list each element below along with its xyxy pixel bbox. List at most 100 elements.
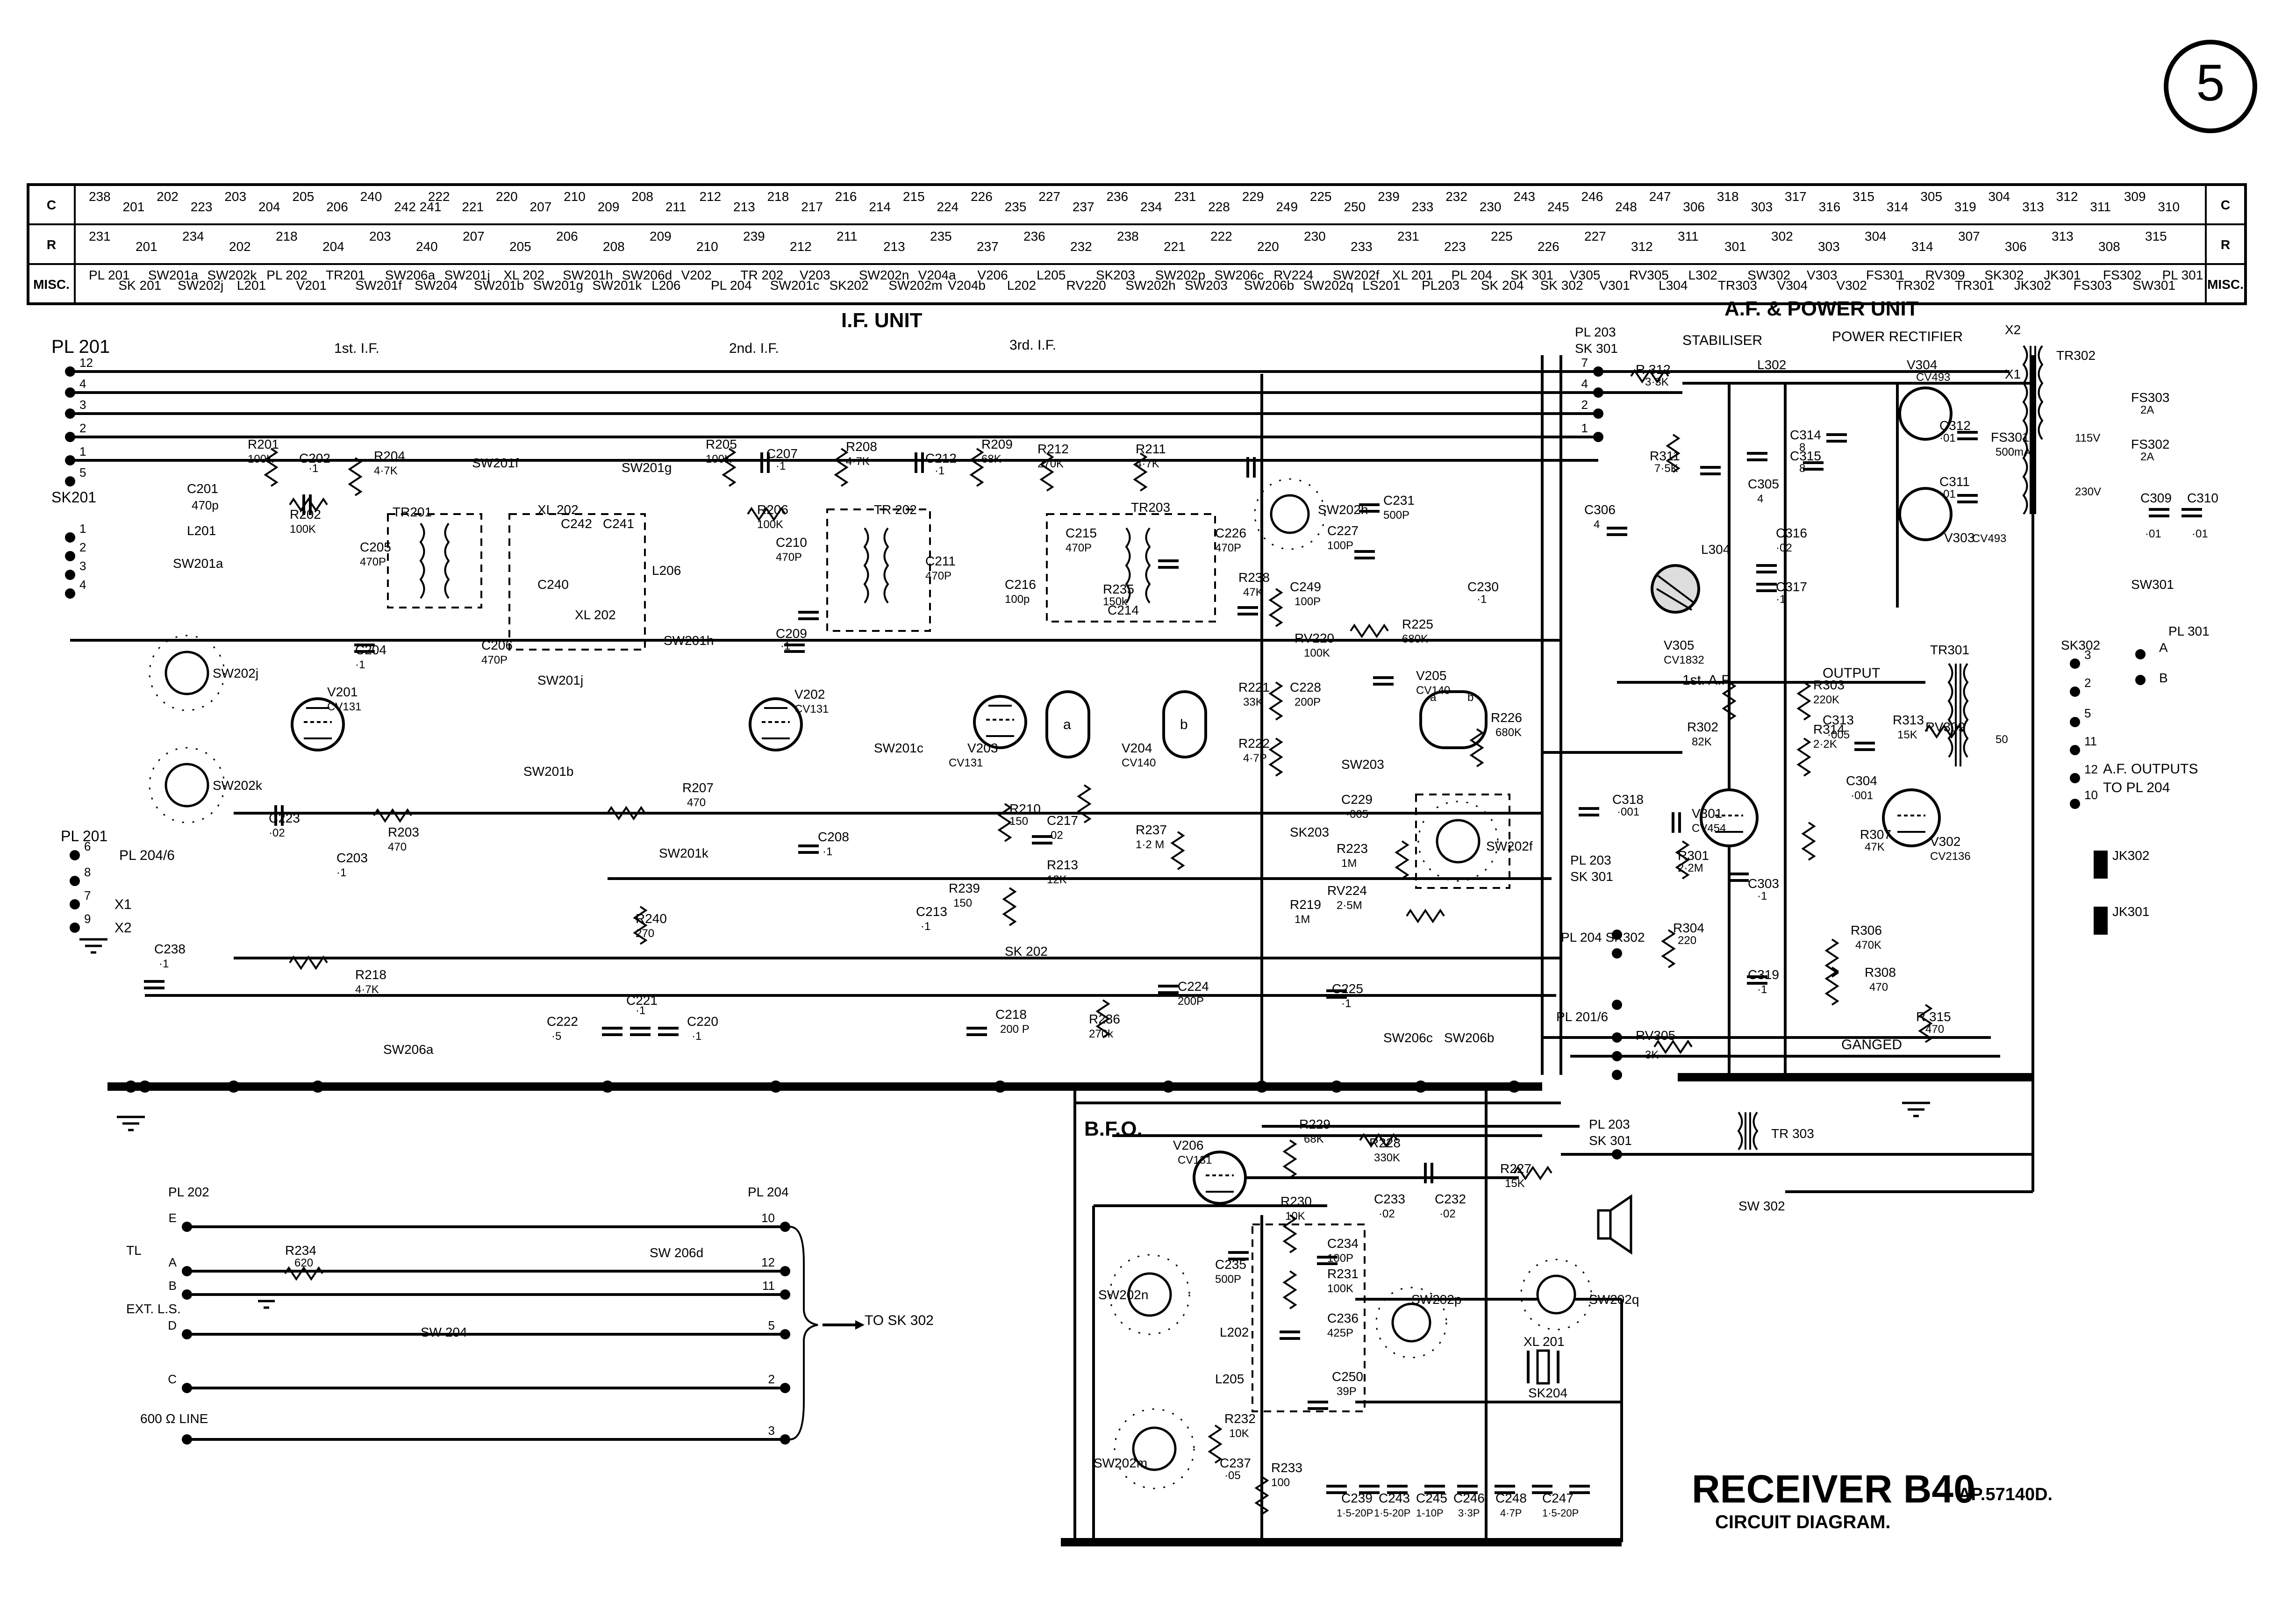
transformer-tr203 [1046, 513, 1216, 622]
index-entry: 215 [903, 189, 925, 204]
index-entry: 229 [1242, 189, 1264, 204]
terminal-dot [1612, 1070, 1622, 1080]
label-c227: C227 [1327, 523, 1359, 538]
pin-number: 3 [768, 1424, 775, 1438]
index-entry: 239 [743, 229, 765, 243]
label-sw201a: SW201a [173, 556, 223, 571]
title-block: RECEIVER B40 AP.57140D. CIRCUIT DIAGRAM. [1692, 1467, 2053, 1532]
label-c204: C204 [355, 643, 386, 657]
row-label-r-right: R [2221, 237, 2230, 252]
pin-number: 7 [84, 888, 91, 902]
row-label-r: R [47, 237, 56, 252]
label-r303: R303 [1813, 678, 1845, 692]
label-r301v: 2·2M [1678, 862, 1703, 874]
index-entry: 227 [1584, 229, 1606, 243]
transformer-tr303 [1737, 1111, 1759, 1151]
index-entry: 312 [2056, 189, 2078, 204]
label-c311: C311 [1939, 474, 1970, 489]
pin-number: 5 [79, 465, 86, 479]
index-entry: SW202p [1155, 268, 1205, 282]
label-r306v: 470K [1855, 939, 1881, 952]
index-entry: 240 [360, 189, 382, 204]
switch-sw202j [149, 635, 225, 711]
label-v302t: CV2136 [1930, 850, 1971, 863]
index-row-r: 2312012342022182042032402072052062082092… [89, 229, 2167, 254]
diagram-ref: AP.57140D. [1958, 1485, 2053, 1504]
connector-pin [780, 1222, 790, 1232]
resistor-symbol [1722, 681, 1737, 721]
label-c319: C319 [1748, 967, 1779, 982]
label-c228v: 200P [1295, 696, 1321, 708]
label-c246v: 3·3P [1458, 1507, 1480, 1519]
label-r237v: 1·2 M [1136, 838, 1164, 851]
index-entry: 221 [462, 200, 484, 214]
label-v305: V305 [1664, 638, 1694, 652]
label-r234v: 620 [294, 1257, 313, 1269]
index-entry: 314 [1911, 239, 1933, 254]
label-c234: C234 [1327, 1236, 1359, 1251]
index-entry: 248 [1615, 200, 1637, 214]
label-v302: V302 [1930, 834, 1960, 849]
label-r222v: 4·7P [1243, 752, 1267, 765]
resistor-symbol [722, 448, 737, 487]
index-entry: 315 [1853, 189, 1874, 204]
label-c206v: 470P [481, 654, 508, 666]
resistor-symbol [1666, 434, 1681, 473]
label-c214: C214 [1108, 603, 1139, 617]
label-c315: C315 [1790, 449, 1821, 463]
resistor-symbol [289, 955, 328, 970]
pin-number: 3 [79, 559, 86, 573]
label-v204: V204 [1122, 741, 1152, 755]
label-c222v: ·5 [551, 1030, 561, 1043]
pin-number: 4 [1581, 377, 1588, 391]
label-rv305: RV305 [1636, 1028, 1675, 1043]
label-sw201g: SW201g [622, 460, 672, 475]
label-c316v: ·02 [1776, 542, 1792, 554]
label-r221v: 33K [1243, 696, 1263, 708]
label-1st-af: 1st. A.F. [1682, 673, 1732, 688]
valve-v206 [1193, 1151, 1247, 1205]
connector-pin [1593, 387, 1603, 398]
label-r308v: 470 [1869, 981, 1888, 994]
label-r207: R207 [682, 780, 714, 795]
connector-pin [65, 588, 75, 599]
label-c212v: ·1 [935, 465, 944, 477]
resistor-symbol [633, 906, 648, 945]
resistor-symbol [1359, 1133, 1398, 1148]
label-c311v: ·01 [1939, 488, 1956, 501]
label-c306: C306 [1584, 502, 1616, 517]
label-sk301c: SK 301 [1589, 1133, 1632, 1148]
label-v201: V201 [327, 685, 358, 699]
label-c216v: 100p [1005, 593, 1030, 606]
index-entry: 209 [598, 200, 620, 214]
section-if-unit: I.F. UNIT [841, 309, 923, 332]
label-c319v: ·1 [1757, 983, 1767, 996]
index-entry: SK 204 [1481, 278, 1524, 293]
index-entry: 318 [1717, 189, 1739, 204]
label-line600: 600 Ω LINE [140, 1411, 208, 1426]
index-entry: 302 [1771, 229, 1793, 243]
index-entry: V201 [296, 278, 327, 293]
label-sk301b: SK 301 [1570, 869, 1613, 884]
label-r236v: 270k [1089, 1028, 1114, 1040]
label-r234: R234 [285, 1243, 316, 1258]
label-c239v: 1·5-20P [1337, 1507, 1373, 1519]
label-pl301: PL 301 [2168, 624, 2210, 638]
label-c233: C233 [1374, 1192, 1405, 1206]
connector-pin [780, 1289, 790, 1300]
connector-pin [2070, 658, 2080, 669]
junction-dot [139, 1080, 151, 1093]
label-extls: EXT. L.S. [126, 1302, 181, 1316]
pin-number: 5 [768, 1318, 775, 1332]
index-entry: JK301 [2044, 268, 2081, 282]
label-sw202k: SW202k [213, 778, 263, 793]
label-r231v: 100K [1327, 1282, 1353, 1295]
index-entry: SW302 [1747, 268, 1790, 282]
label-r307: R307 [1860, 827, 1891, 842]
label-r202: R202 [290, 507, 321, 522]
label-to-sk302: TO SK 302 [865, 1313, 934, 1328]
label-pl201: PL 201 [51, 336, 110, 357]
index-entry: SW301 [2132, 278, 2175, 293]
label-r218: R218 [355, 967, 386, 982]
index-entry: SW202h [1125, 278, 1175, 293]
